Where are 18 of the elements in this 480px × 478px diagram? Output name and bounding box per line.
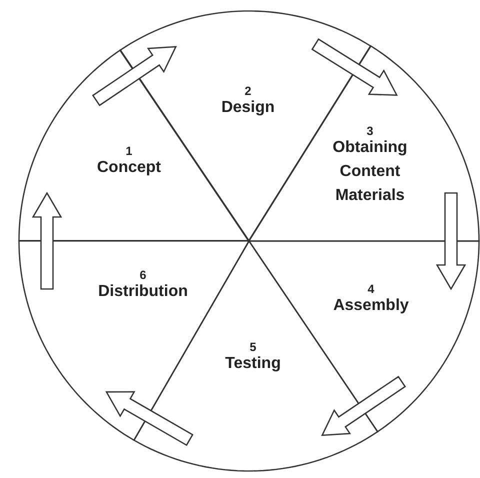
block-arrow <box>311 38 398 96</box>
step-name: Testing <box>224 354 282 374</box>
step-name: Design <box>220 98 276 118</box>
step-name: Concept <box>96 158 162 178</box>
step-number: 5 <box>250 340 256 354</box>
step-name: Distribution <box>97 282 189 302</box>
step-number: 1 <box>126 144 132 158</box>
step-name: Obtaining Content Materials <box>332 138 408 206</box>
block-arrow <box>32 192 62 290</box>
step-number: 4 <box>368 282 374 296</box>
step-number: 2 <box>244 84 252 98</box>
block-arrow <box>92 46 177 106</box>
step-name: Assembly <box>332 296 410 316</box>
step-number: 3 <box>366 124 374 138</box>
step-number: 6 <box>140 268 146 282</box>
block-arrow <box>436 192 466 290</box>
block-arrow <box>321 376 406 436</box>
block-arrow <box>105 391 194 446</box>
